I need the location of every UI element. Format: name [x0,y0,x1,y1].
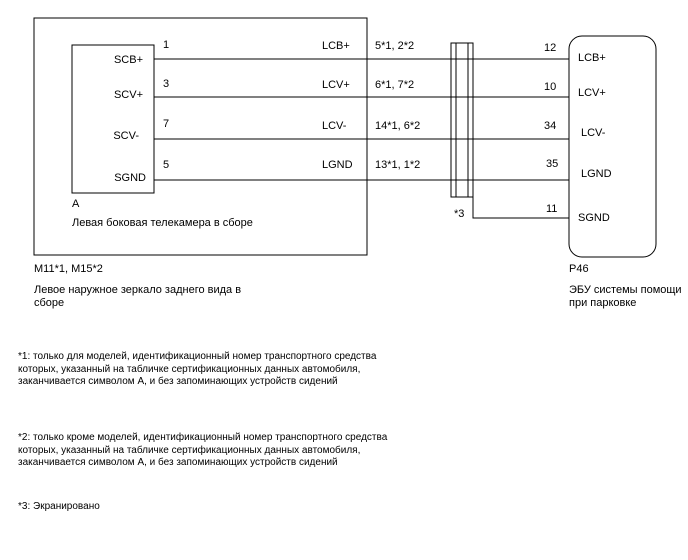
camera-pin-label-4: SGND [114,172,146,184]
left-module-description-2: сборе [34,297,64,309]
ecu-pin-label-2: LCV+ [578,87,606,99]
footnote-1: *1: только для моделей, идентификационны… [18,351,377,387]
ecu-pin-number-4: 35 [546,158,558,170]
camera-letter: A [72,198,80,210]
ecu-description-2: при парковке [569,297,636,309]
camera-name: Левая боковая телекамера в сборе [72,217,253,229]
wire-label-3: LCV- [322,120,347,132]
ecu-pin-label-4: LGND [581,168,612,180]
wire-label-4: LGND [322,159,353,171]
ecu-pin-label-1: LCB+ [578,52,606,64]
wire-label-1: LCB+ [322,40,350,52]
left-connector-code: M11*1, M15*2 [34,263,103,275]
camera-pin-label-2: SCV+ [114,89,143,101]
left-module-description-1: Левое наружное зеркало заднего вида в [34,284,241,296]
camera-pin-number-4: 5 [163,159,169,171]
camera-pin-number-1: 1 [163,39,169,51]
left-module-outline [33,17,368,256]
connector-pins-4: 13*1, 1*2 [375,159,420,171]
ecu-pin-number-3: 34 [544,120,556,132]
ecu-pin-label-shield: SGND [578,212,610,224]
camera-pin-label-1: SCB+ [114,54,143,66]
shield-drain-wire [472,197,569,219]
connector-pins-3: 14*1, 6*2 [375,120,420,132]
ecu-description-1: ЭБУ системы помощи [569,284,682,296]
connector-pins-1: 5*1, 2*2 [375,40,414,52]
camera-assembly-box [71,44,155,194]
ecu-pin-number-2: 10 [544,81,556,93]
ecu-connector-code: P46 [569,263,589,275]
ecu-box [568,35,657,258]
ecu-pin-number-shield: 11 [546,203,557,215]
wire-label-2: LCV+ [322,79,350,91]
shield-label: *3 [454,208,464,220]
camera-pin-number-2: 3 [163,78,169,90]
camera-pin-label-3: SCV- [113,130,139,142]
ecu-pin-label-3: LCV- [581,127,606,139]
footnote-3: *3: Экранировано [18,501,100,512]
footnote-2: *2: только кроме моделей, идентификацион… [18,432,388,468]
ecu-pin-number-1: 12 [544,42,556,54]
shield-body [450,42,474,198]
camera-pin-number-3: 7 [163,118,169,130]
connector-pins-2: 6*1, 7*2 [375,79,414,91]
